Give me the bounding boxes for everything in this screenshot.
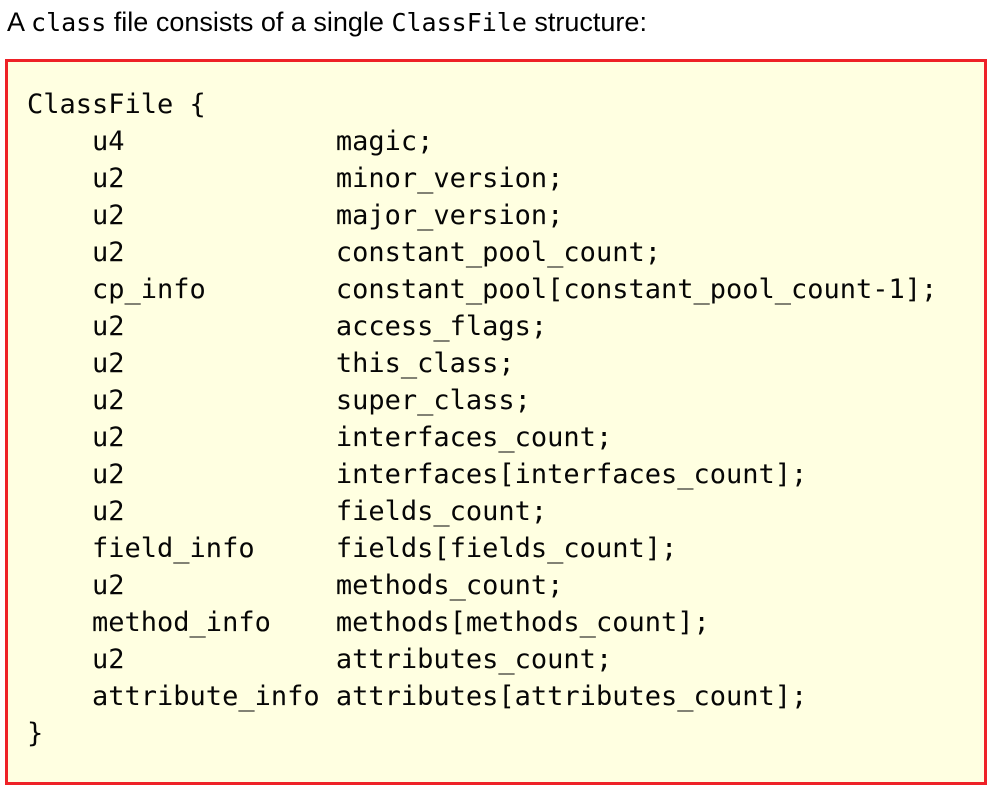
- intro-paragraph: A class file consists of a single ClassF…: [7, 5, 994, 40]
- inline-code-classfile: ClassFile: [391, 8, 527, 37]
- classfile-structure-block: ClassFile { u4 magic; u2 minor_version; …: [5, 59, 987, 785]
- inline-code-class: class: [31, 8, 107, 37]
- intro-text-suffix: structure:: [526, 7, 647, 37]
- intro-text-middle: file consists of a single: [106, 7, 392, 37]
- intro-text-prefix: A: [7, 7, 32, 37]
- classfile-structure-code: ClassFile { u4 magic; u2 minor_version; …: [27, 89, 938, 749]
